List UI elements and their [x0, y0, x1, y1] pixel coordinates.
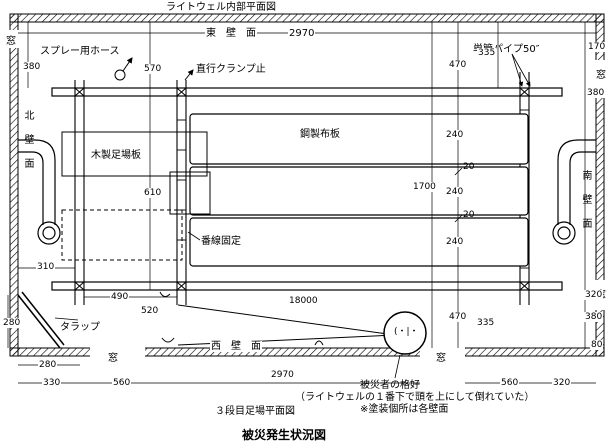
walls	[9, 13, 605, 357]
dim-380-right: 380	[586, 88, 606, 98]
east-wall-label: 東 壁 面	[205, 28, 257, 39]
dim-240-b: 240	[445, 187, 465, 197]
victim-mark: (・|・	[394, 327, 419, 337]
clamp-marks	[74, 87, 530, 291]
victim-marker	[383, 311, 427, 355]
dim-170: 170	[587, 42, 607, 52]
dim-2970-top: 2970	[288, 28, 316, 39]
west-wall-label: 西 壁 面	[210, 341, 262, 352]
dim-380-left: 380	[22, 62, 42, 72]
painted-note: ※塗装個所は各壁面	[360, 404, 449, 415]
pipe-elbow-right	[552, 139, 596, 245]
wood-scaffold-board	[61, 131, 211, 261]
window-label-s: 窓	[436, 353, 446, 364]
dim-240-a: 240	[445, 130, 465, 140]
dim-560: 560	[112, 378, 132, 388]
steel-planks	[189, 113, 529, 267]
victim-label: 被災者の格好	[360, 380, 420, 391]
sub-caption: ３段目足場平面図	[215, 406, 295, 417]
dim-490: 490	[110, 292, 130, 302]
dim-240-c: 240	[445, 237, 465, 247]
window-label-east: 窓	[596, 70, 606, 81]
vertical-pipes	[74, 72, 530, 305]
dim-520: 520	[140, 306, 160, 316]
pipe-label: 単管パイプ50″	[473, 44, 540, 55]
trap-label: タラップ	[60, 322, 100, 333]
window-label-nw: 窓	[6, 36, 16, 47]
dim-470-lower: 470	[448, 312, 468, 322]
single-pipes	[51, 87, 563, 291]
dim-2970-bottom: 2970	[270, 370, 295, 380]
wire-fix-label: 番線固定	[200, 236, 242, 247]
dim-1700: 1700	[412, 182, 437, 192]
dim-330: 330	[42, 378, 62, 388]
dim-20-b: 20	[463, 210, 475, 220]
spray-hose-coil	[114, 57, 194, 81]
dim-335: 335	[477, 48, 497, 58]
trap-ladder	[17, 291, 65, 349]
dim-20-a: 20	[463, 162, 475, 172]
steel-plank-label: 鋼製布板	[300, 129, 340, 140]
clamp-label: 直行クランプ止	[196, 64, 266, 75]
dim-320-right: 320	[584, 290, 604, 300]
victim-desc: （ライトウェルの１番下で頭を上にして倒れていた）	[295, 392, 535, 403]
dim-380-right-lower: 380	[584, 312, 604, 322]
dim-610: 610	[143, 188, 163, 198]
dim-310: 310	[36, 262, 56, 272]
dim-280: 280	[38, 360, 58, 370]
top-title: ライトウェル内部平面図	[165, 2, 277, 13]
window-label-sw: 窓	[108, 353, 118, 364]
dim-560-right: 560	[500, 378, 520, 388]
north-wall-label: 北 壁 面	[22, 110, 33, 170]
dim-18000: 18000	[288, 296, 319, 306]
main-caption: 被災発生状況図	[242, 428, 327, 442]
dim-570: 570	[143, 64, 163, 74]
dim-320-bottom: 320	[552, 378, 572, 388]
wood-board-label: 木製足場板	[90, 150, 142, 161]
south-wall-label: 南 壁 面	[580, 170, 591, 230]
hose-to-victim	[159, 291, 396, 346]
dim-280-vertical: 280	[2, 318, 22, 328]
dim-470: 470	[448, 60, 468, 70]
spray-hose-label: スプレー用ホース	[40, 46, 120, 57]
dim-80: 80	[590, 340, 604, 350]
dim-335-lower: 335	[476, 318, 496, 328]
pipe-elbow-left	[18, 139, 61, 245]
